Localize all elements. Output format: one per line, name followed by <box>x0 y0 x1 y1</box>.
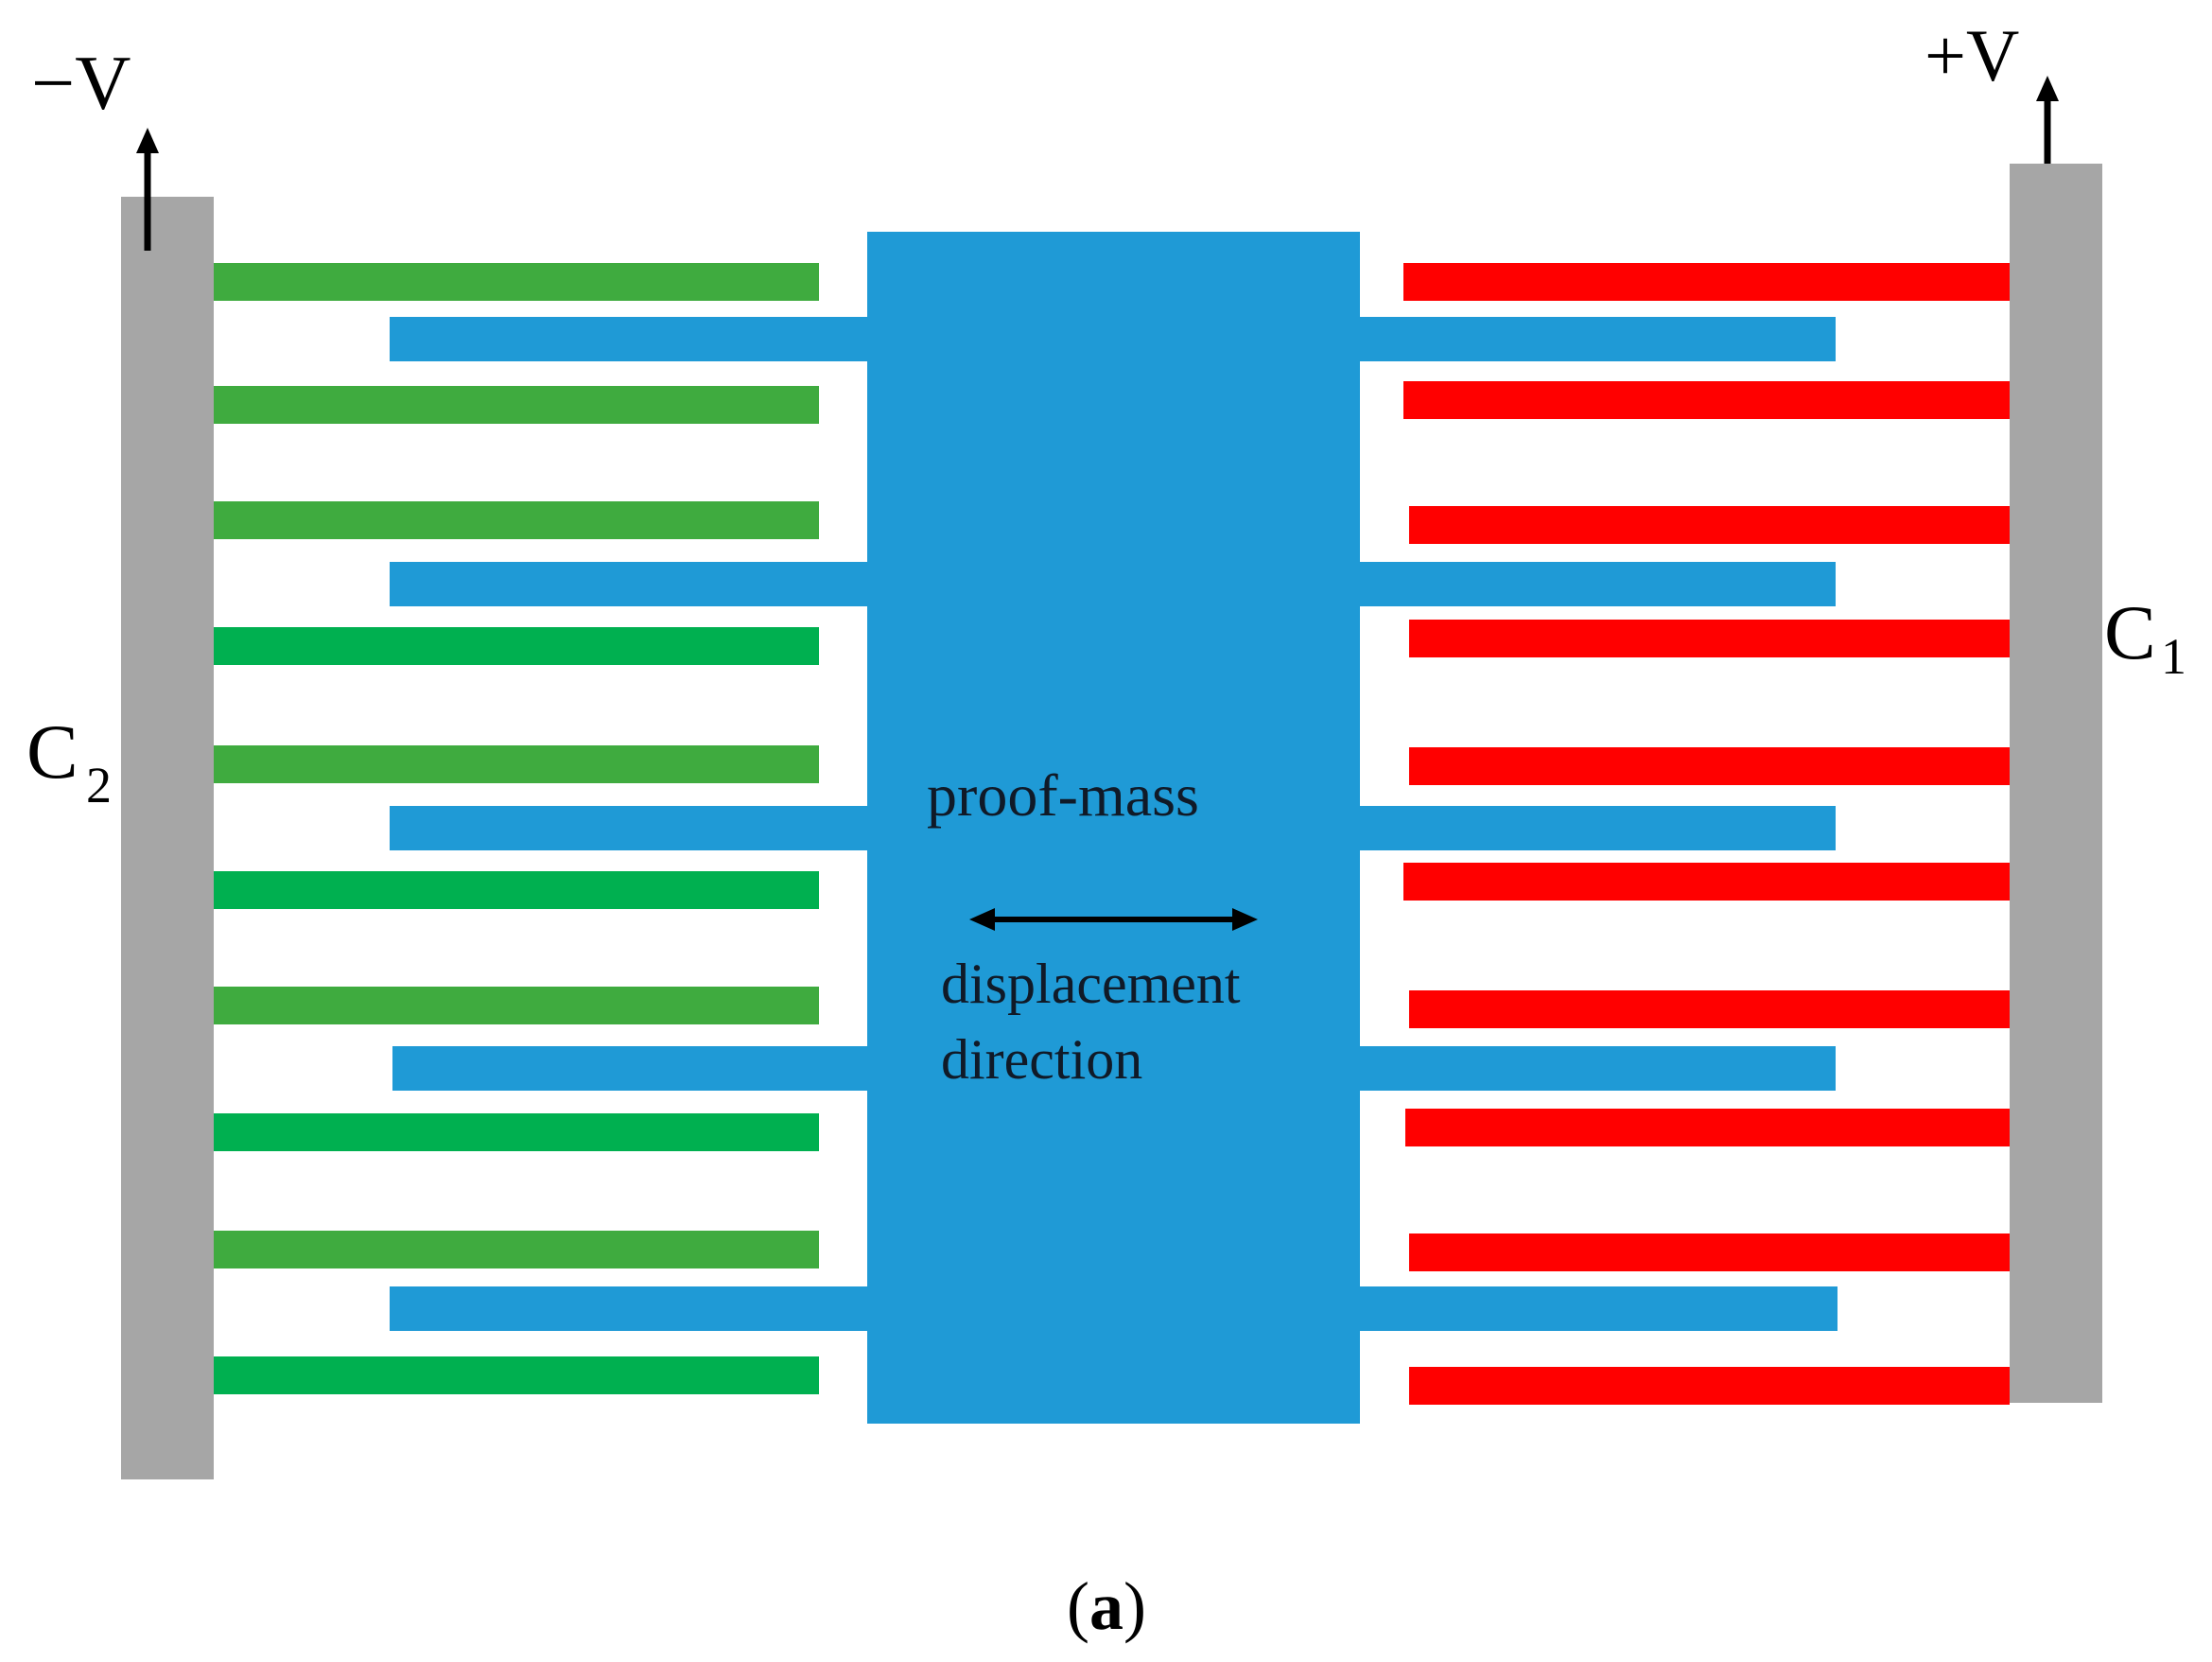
right-anchor <box>2010 164 2102 1403</box>
left-finger <box>214 745 819 783</box>
moving-finger <box>390 562 867 606</box>
right-finger <box>1403 381 2010 419</box>
moving-finger <box>390 1286 867 1331</box>
moving-finger <box>390 317 867 361</box>
left-finger <box>214 871 819 909</box>
c1-subscript: 1 <box>2161 628 2186 685</box>
right-finger <box>1409 1233 2010 1271</box>
right-finger <box>1409 1367 2010 1405</box>
left-finger <box>214 1356 819 1394</box>
c1-label: C <box>2104 589 2156 675</box>
left-anchor <box>121 197 214 1479</box>
left-finger <box>214 987 819 1024</box>
left-finger <box>214 386 819 424</box>
right-finger <box>1405 1109 2010 1146</box>
right-finger <box>1409 620 2010 657</box>
caption-letter: a <box>1089 1568 1123 1644</box>
plus-v-label: +V <box>1925 14 2019 96</box>
moving-finger <box>1360 806 1836 850</box>
right-moving-fingers <box>1360 317 1838 1331</box>
moving-finger <box>392 1046 867 1091</box>
proof-mass-label: proof-mass <box>927 761 1199 829</box>
right-finger <box>1409 747 2010 785</box>
displacement-label-line2: direction <box>941 1028 1142 1091</box>
moving-finger <box>1360 1046 1836 1091</box>
right-finger <box>1403 863 2010 901</box>
left-finger <box>214 263 819 301</box>
left-moving-fingers <box>390 317 867 1331</box>
left-finger <box>214 1113 819 1151</box>
moving-finger <box>1360 562 1836 606</box>
right-finger <box>1409 990 2010 1028</box>
right-finger <box>1403 263 2010 301</box>
right-finger <box>1409 506 2010 544</box>
right-fixed-fingers <box>1403 263 2010 1405</box>
left-voltage-arrow-icon <box>136 128 159 251</box>
c2-letter: C <box>26 709 78 795</box>
left-fixed-fingers <box>214 263 819 1394</box>
figure-caption: (a) <box>1067 1568 1146 1644</box>
right-voltage-arrow-icon <box>2036 76 2059 164</box>
left-finger <box>214 501 819 539</box>
moving-finger <box>390 806 867 850</box>
moving-finger <box>1360 317 1836 361</box>
displacement-arrow-icon <box>969 908 1258 931</box>
c2-subscript: 2 <box>86 757 112 814</box>
left-finger <box>214 627 819 665</box>
caption-close-paren: ) <box>1123 1568 1146 1644</box>
moving-finger <box>1360 1286 1838 1331</box>
left-finger <box>214 1231 819 1268</box>
minus-v-label: −V <box>31 40 131 126</box>
caption-open-paren: ( <box>1067 1568 1089 1644</box>
c2-label: C <box>26 709 78 795</box>
c1-letter: C <box>2104 589 2156 675</box>
proof-mass <box>867 232 1360 1424</box>
displacement-label-line1: displacement <box>941 953 1241 1015</box>
